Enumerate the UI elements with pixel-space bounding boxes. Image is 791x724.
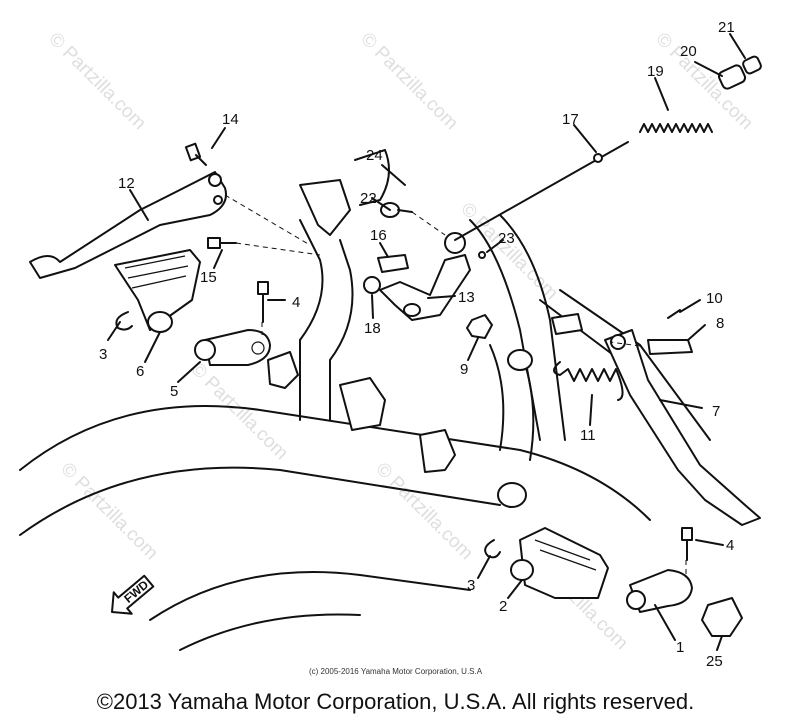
callout-12: 12 bbox=[118, 175, 135, 192]
callout-3: 3 bbox=[467, 577, 475, 594]
right-footrest-bracket bbox=[626, 569, 693, 613]
frame-boss bbox=[507, 349, 533, 371]
callout-25: 25 bbox=[706, 653, 723, 670]
nut-9 bbox=[466, 314, 493, 339]
footer-copyright: ©2013 Yamaha Motor Corporation, U.S.A. A… bbox=[96, 689, 695, 714]
callout-4: 4 bbox=[726, 537, 734, 554]
callout-9: 9 bbox=[460, 361, 468, 378]
callout-14: 14 bbox=[222, 111, 239, 128]
callout-7: 7 bbox=[712, 403, 720, 420]
watermark: © Partzilla.com bbox=[44, 29, 149, 134]
callout-6: 6 bbox=[136, 363, 144, 380]
callout-21: 21 bbox=[718, 19, 735, 36]
callout-15: 15 bbox=[200, 269, 217, 286]
left-footrest-bracket bbox=[194, 329, 271, 366]
spring-11 bbox=[553, 361, 624, 401]
pin-10 bbox=[667, 309, 681, 319]
callout-18: 18 bbox=[364, 320, 381, 337]
bolt-15 bbox=[207, 237, 237, 249]
clip-3-right bbox=[484, 539, 501, 559]
pin-23 bbox=[478, 251, 486, 259]
fwd-arrow: FWD bbox=[111, 574, 155, 615]
callout-11: 11 bbox=[580, 427, 596, 444]
watermark: © Partzilla.com bbox=[371, 459, 476, 564]
rod-joint bbox=[593, 153, 603, 163]
brake-arm bbox=[379, 232, 471, 321]
alignment-lines bbox=[224, 194, 687, 575]
callout-10: 10 bbox=[706, 290, 723, 307]
callout-4: 4 bbox=[292, 294, 300, 311]
bolt-14 bbox=[184, 142, 207, 166]
callout-1: 1 bbox=[676, 639, 684, 656]
small-copyright: (c) 2005-2016 Yamaha Motor Corporation, … bbox=[308, 667, 483, 676]
callout-3: 3 bbox=[99, 346, 107, 363]
nut-20 bbox=[717, 64, 747, 90]
spring-19 bbox=[639, 123, 713, 133]
callout-23: 23 bbox=[498, 230, 515, 247]
watermark: © Partzilla.com bbox=[356, 29, 461, 134]
callout-20: 20 bbox=[680, 43, 697, 60]
leader-lines bbox=[107, 33, 746, 651]
shift-pedal bbox=[604, 329, 761, 526]
bolt-4-right bbox=[681, 527, 693, 561]
callout-19: 19 bbox=[647, 63, 664, 80]
callout-22: 22 bbox=[360, 190, 377, 207]
bolt-4-left bbox=[257, 281, 269, 323]
callout-5: 5 bbox=[170, 383, 178, 400]
callout-16: 16 bbox=[370, 227, 387, 244]
rear-brake-pedal bbox=[29, 171, 227, 279]
left-footrest bbox=[114, 249, 201, 333]
watermark: © Partzilla.com bbox=[56, 459, 161, 564]
callout-8: 8 bbox=[716, 315, 724, 332]
frame-boss bbox=[497, 482, 527, 508]
bolt-8 bbox=[647, 339, 693, 355]
callout-24: 24 bbox=[366, 147, 383, 164]
callout-13: 13 bbox=[458, 289, 475, 306]
nut-21 bbox=[742, 55, 762, 75]
clip-3-left bbox=[115, 311, 133, 331]
callouts: 1 2 3 3 4 4 5 6 7 8 9 10 11 12 13 14 15 … bbox=[99, 19, 735, 670]
right-footrest bbox=[510, 527, 609, 599]
callout-17: 17 bbox=[562, 111, 579, 128]
bolt-25 bbox=[701, 597, 743, 637]
pivot-parts bbox=[363, 202, 413, 294]
callout-2: 2 bbox=[499, 598, 507, 615]
